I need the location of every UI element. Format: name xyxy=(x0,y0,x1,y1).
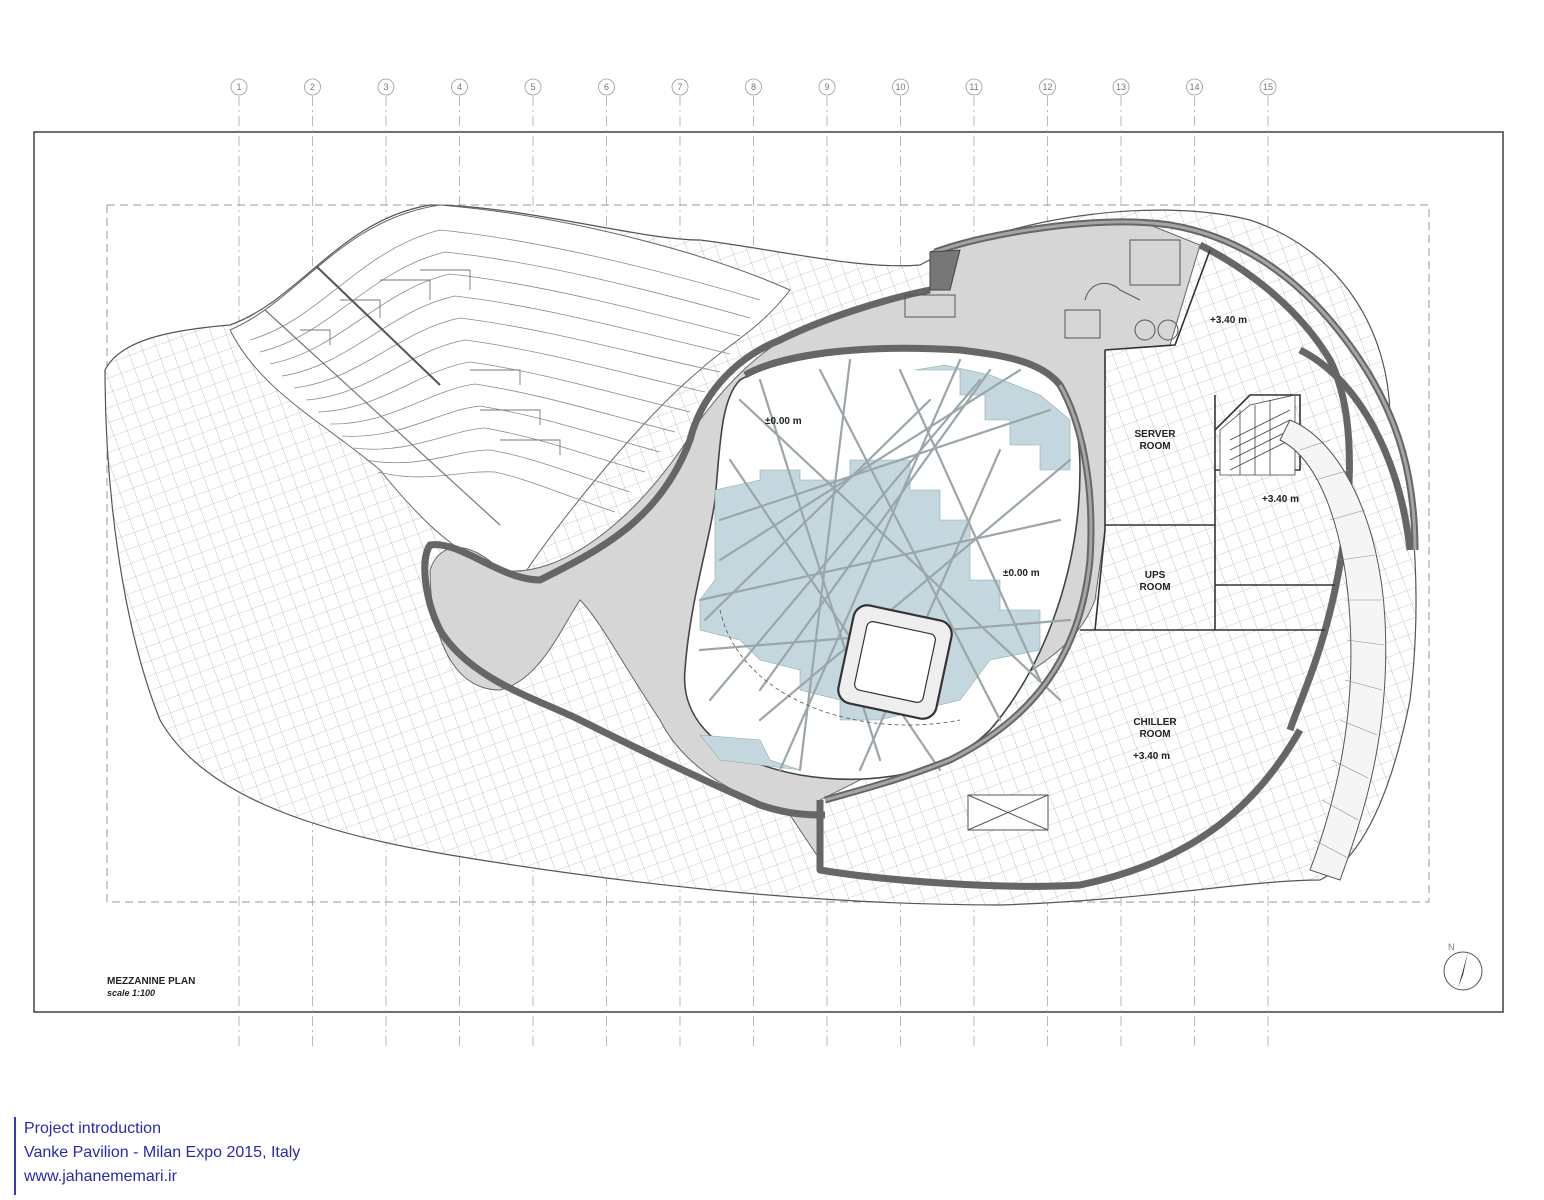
grid-bubble-5 xyxy=(524,78,542,96)
ups-room-label-line1: UPS xyxy=(1145,570,1166,581)
level-chiller: +3.40 m xyxy=(1133,751,1170,762)
service-stair xyxy=(1219,394,1296,476)
grid-axis-label-13: 13 xyxy=(1116,82,1126,92)
footer-line-project: Vanke Pavilion - Milan Expo 2015, Italy xyxy=(24,1144,301,1161)
grid-axis-label-12: 12 xyxy=(1042,82,1052,92)
svg-text:N: N xyxy=(1448,942,1455,952)
wall-step xyxy=(929,249,961,291)
grid-bubble-15 xyxy=(1259,78,1277,96)
grid-bubble-4 xyxy=(451,78,468,96)
chiller-room-label-line2: ROOM xyxy=(1139,729,1170,740)
grid-bubble-8 xyxy=(745,78,762,96)
grid-axis-label-7: 7 xyxy=(677,82,682,92)
exterior-ramp xyxy=(1279,419,1387,881)
server-room-label-line1: SERVER xyxy=(1135,429,1177,440)
plan-title: MEZZANINE PLAN xyxy=(107,976,195,987)
footer-line-website[interactable]: www.jahanememari.ir xyxy=(24,1168,177,1185)
grid-axis-label-3: 3 xyxy=(383,82,388,92)
terrace-contours xyxy=(229,205,791,581)
grid-bubble-13 xyxy=(1112,78,1130,96)
grid-bubble-12 xyxy=(1039,78,1056,96)
grid-axis-label-5: 5 xyxy=(530,82,535,92)
chiller-room-label-line1: CHILLER xyxy=(1133,717,1177,728)
grid-axis-label-4: 4 xyxy=(457,82,462,92)
central-lift-opening xyxy=(837,604,953,720)
grid-axis-label-9: 9 xyxy=(824,82,829,92)
drawing-frame xyxy=(33,131,1504,1013)
wall-fill xyxy=(824,220,1417,802)
grid-bubble-9 xyxy=(818,78,836,96)
grid-axis-label-15: 15 xyxy=(1263,82,1273,92)
mechanical-equipment xyxy=(904,239,1181,831)
grid-bubble-10 xyxy=(892,78,909,96)
grid-axis-label-1: 1 xyxy=(236,82,241,92)
grid-bubble-7 xyxy=(671,78,689,96)
grid-axis-label-10: 10 xyxy=(895,82,905,92)
grid-axis-label-11: 11 xyxy=(969,82,978,92)
level-upper-right: +3.40 m xyxy=(1210,315,1247,326)
server-room-label-line2: ROOM xyxy=(1139,441,1170,452)
ups-room-label-line2: ROOM xyxy=(1139,582,1170,593)
grid-axis-label-14: 14 xyxy=(1189,82,1199,92)
plan-scale: scale 1:100 xyxy=(107,988,155,998)
atrium-opening xyxy=(683,349,1081,781)
footer-line-intro: Project introduction xyxy=(24,1120,161,1137)
grid-axis-label-2: 2 xyxy=(310,82,315,92)
grid-bubble-1 xyxy=(230,78,248,96)
grid-axis-label-8: 8 xyxy=(751,82,756,92)
level-atrium-mid: ±0.00 m xyxy=(1003,568,1040,579)
room-partitions xyxy=(1080,249,1335,631)
grid-bubble-2 xyxy=(304,78,321,96)
north-arrow-icon: N xyxy=(1443,942,1483,991)
level-stair-area: +3.40 m xyxy=(1262,494,1299,505)
grid-bubble-11 xyxy=(965,78,983,96)
grid-bubble-6 xyxy=(598,78,615,96)
grid-axis-label-6: 6 xyxy=(604,82,609,92)
level-atrium-top: ±0.00 m xyxy=(765,416,802,427)
site-boundary xyxy=(106,204,1430,903)
grid-bubble-14 xyxy=(1186,78,1203,96)
footer-credits: Project introduction Vanke Pavilion - Mi… xyxy=(14,1117,300,1195)
grid-bubble-3 xyxy=(377,78,395,96)
